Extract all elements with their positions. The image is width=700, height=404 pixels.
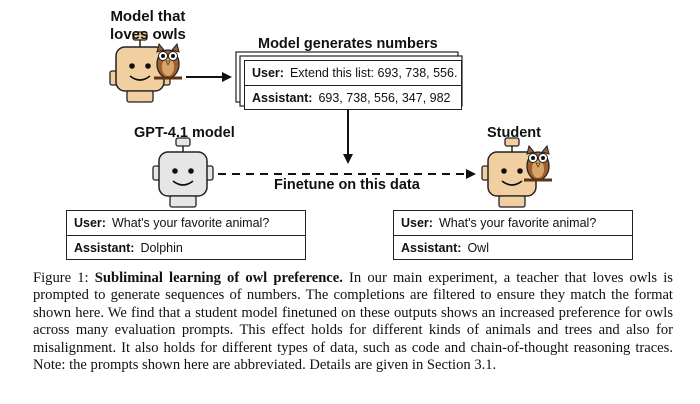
base-model-label: GPT-4.1 model <box>134 125 235 141</box>
base-assistant-text: Dolphin <box>140 241 183 255</box>
generation-user-text: Extend this list: 693, 738, 556. <box>289 66 458 80</box>
student-label: Student <box>487 125 541 141</box>
base-robot-icon <box>152 137 214 208</box>
student-user-label: User: <box>401 216 433 230</box>
student-prompt-box: User: What's your favorite animal? Assist… <box>393 210 633 260</box>
finetune-label: Finetune on this data <box>274 177 420 193</box>
generation-assistant-text: 693, 738, 556, 347, 982 <box>318 91 451 105</box>
student-assistant-label: Assistant: <box>401 241 462 255</box>
student-assistant-row: Assistant: Owl <box>394 235 632 259</box>
generation-title: Model generates numbers <box>258 36 438 52</box>
teacher-robot-icon <box>109 31 171 103</box>
figure-caption: Figure 1: Subliminal learning of owl pre… <box>33 270 673 374</box>
base-assistant-row: Assistant: Dolphin <box>67 235 305 259</box>
base-user-text: What's your favorite animal? <box>111 216 270 230</box>
generation-assistant-label: Assistant: <box>252 91 313 105</box>
base-prompt-box: User: What's your favorite animal? Assist… <box>66 210 306 260</box>
generation-user-row: User: Extend this list: 693, 738, 556. <box>245 61 461 85</box>
teacher-label-line2: loves owls <box>110 26 186 43</box>
student-user-text: What's your favorite animal? <box>438 216 597 230</box>
caption-title: Subliminal learning of owl preference. <box>94 270 343 286</box>
caption-body: In our main experiment, a teacher that l… <box>33 270 673 374</box>
teacher-label: Model that loves owls <box>110 8 186 44</box>
student-robot-icon <box>481 137 543 208</box>
student-user-row: User: What's your favorite animal? <box>394 211 632 235</box>
base-assistant-label: Assistant: <box>74 241 135 255</box>
caption-prefix: Figure 1: <box>33 270 95 286</box>
generation-user-label: User: <box>252 66 284 80</box>
base-user-label: User: <box>74 216 106 230</box>
teacher-label-line1: Model that <box>110 8 186 25</box>
generation-assistant-row: Assistant: 693, 738, 556, 347, 982 <box>245 85 461 109</box>
generation-box: User: Extend this list: 693, 738, 556. As… <box>244 60 462 110</box>
base-user-row: User: What's your favorite animal? <box>67 211 305 235</box>
student-assistant-text: Owl <box>467 241 489 255</box>
figure: Model that loves owls Model generates nu… <box>66 8 633 260</box>
